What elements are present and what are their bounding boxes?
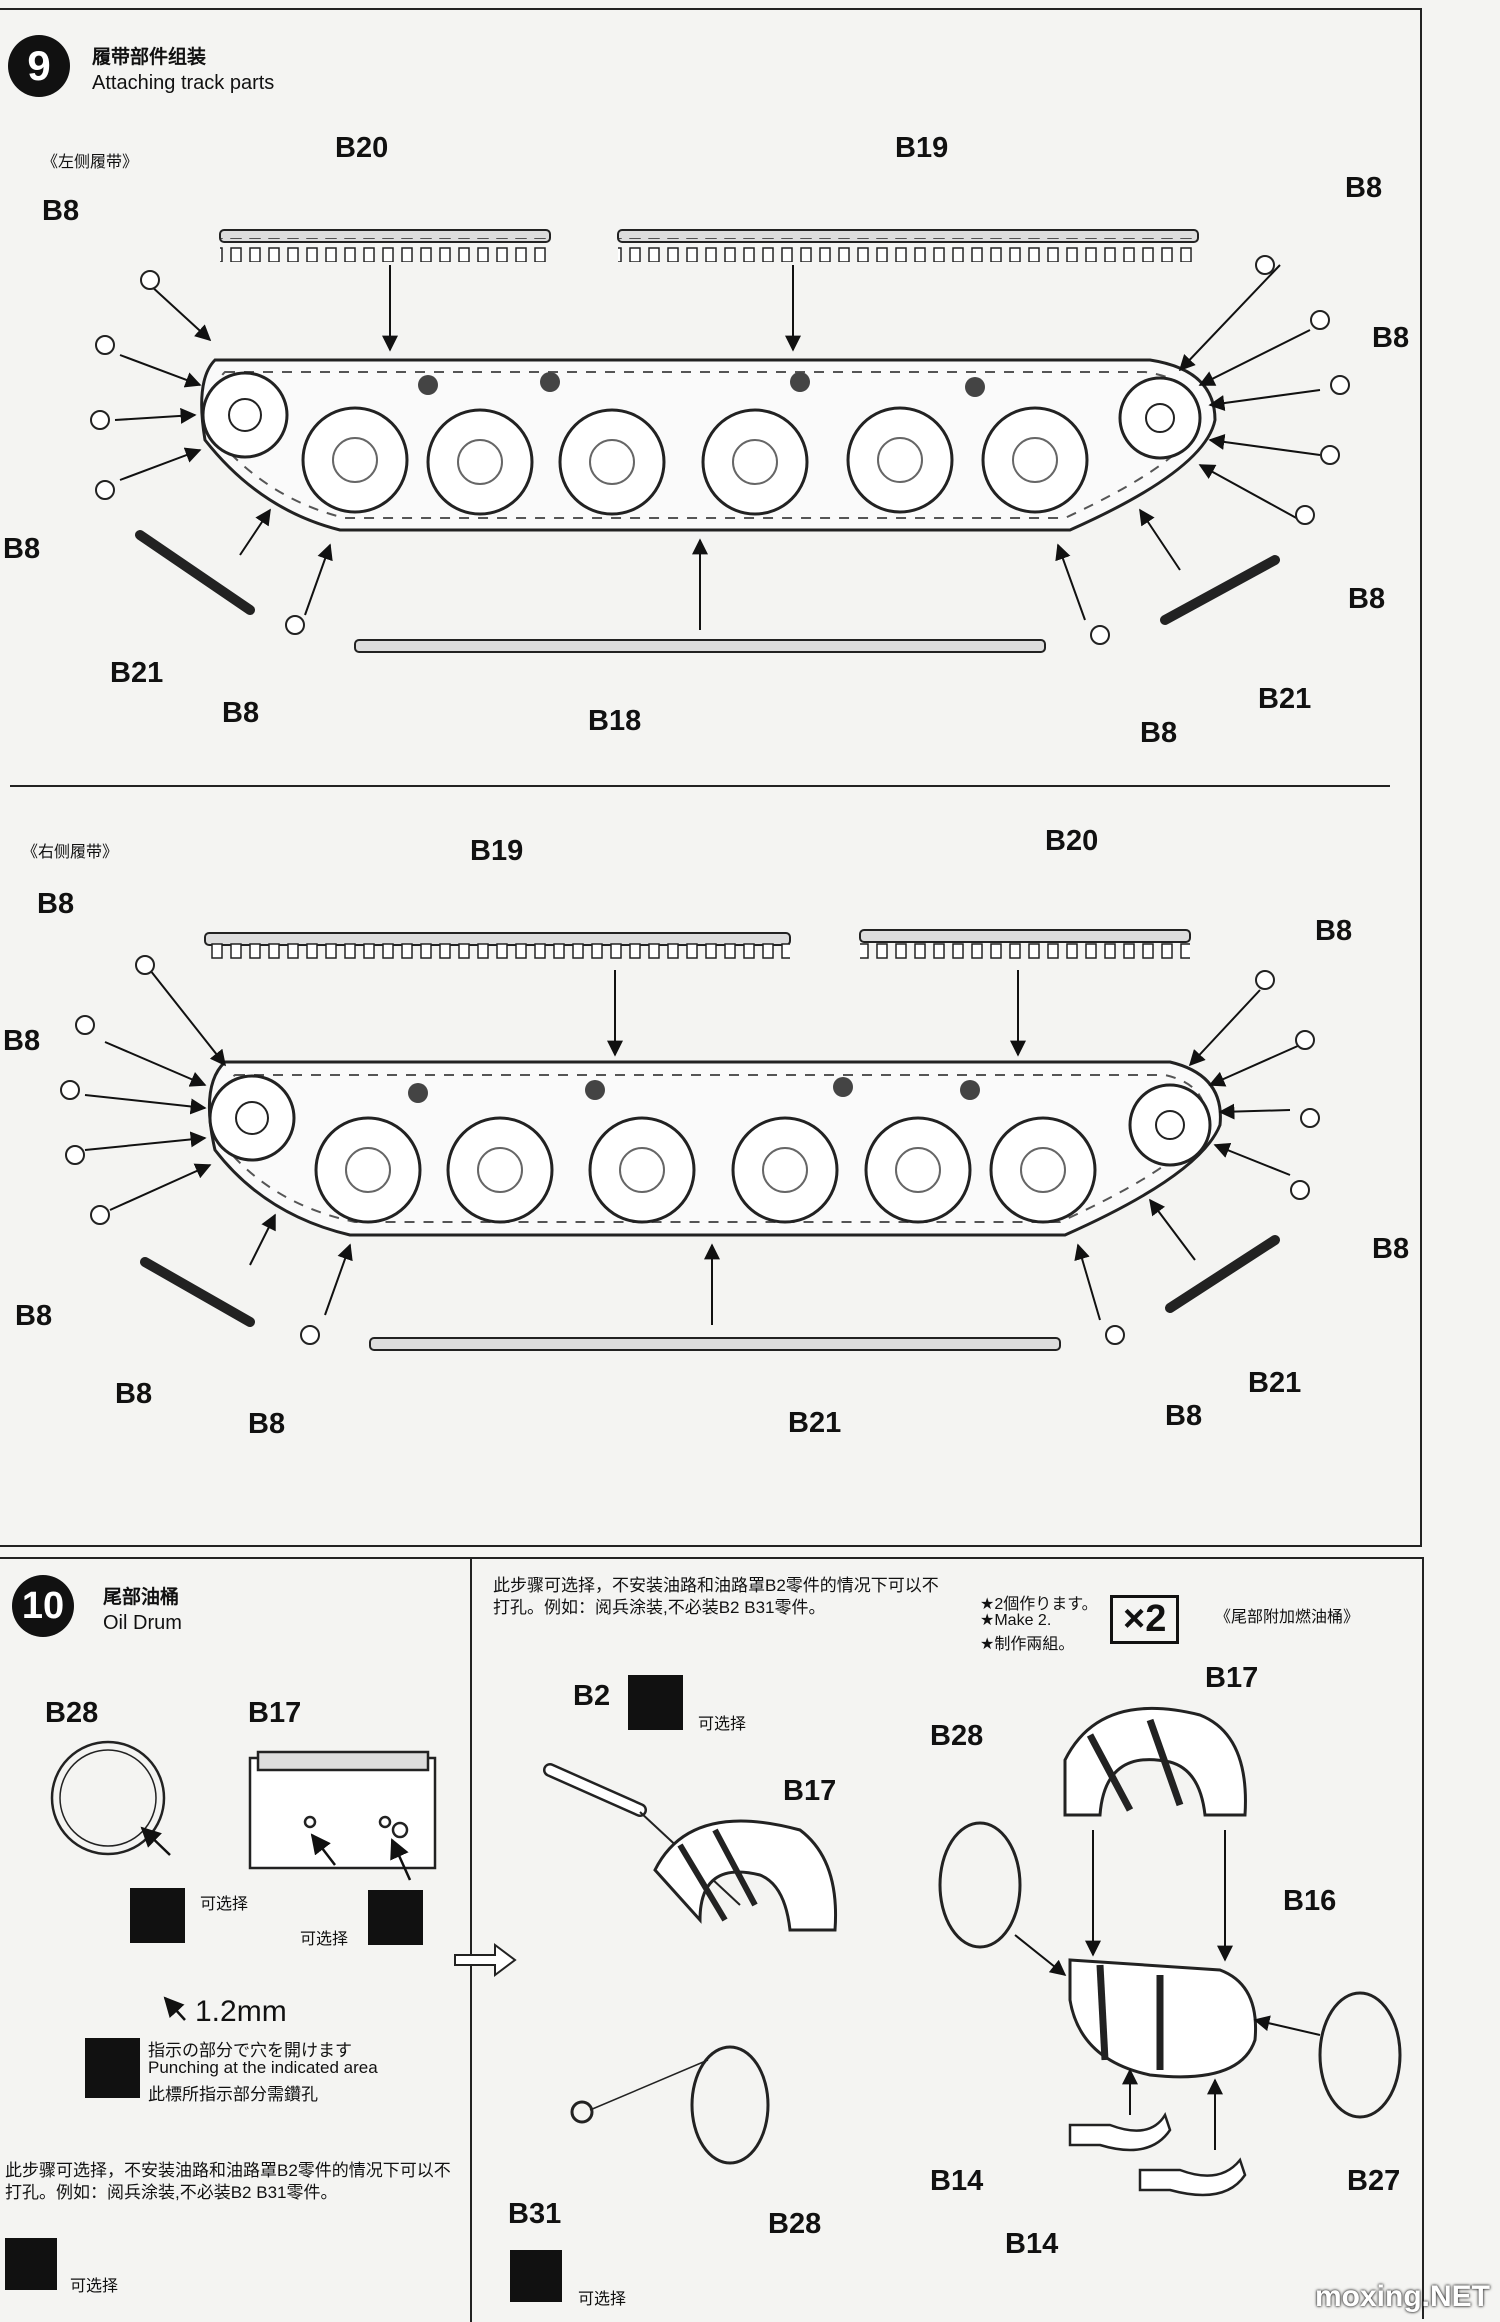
optional-label-5: 可选择 bbox=[578, 2291, 627, 2308]
step10-title-en: Oil Drum bbox=[103, 1612, 182, 1634]
step10-label-b2: B2 bbox=[573, 1680, 611, 1712]
section-divider bbox=[10, 785, 1390, 787]
label-b21-r-right: B21 bbox=[1248, 1367, 1302, 1399]
step10-part-b17-sheet bbox=[248, 1750, 437, 1870]
label-b8-right-low: B8 bbox=[1348, 583, 1386, 615]
optional-label-1: 可选择 bbox=[200, 1896, 249, 1913]
drill-text-tw: 此標所指示部分需鑽孔 bbox=[148, 2085, 318, 2104]
step10-label-b17-left: B17 bbox=[248, 1697, 302, 1729]
optional-label-4: 可选择 bbox=[698, 1716, 747, 1733]
step10-number: 10 bbox=[12, 1575, 74, 1637]
label-b20-left: B20 bbox=[335, 132, 389, 164]
step10-label-b14-b: B14 bbox=[1005, 2228, 1059, 2260]
optional-label-2: 可选择 bbox=[300, 1931, 349, 1948]
label-b19-left: B19 bbox=[895, 132, 949, 164]
left-track-caption: 《左侧履带》 bbox=[42, 154, 139, 171]
drill-size: 1.2mm bbox=[195, 1995, 287, 2028]
step10-label-b28-mid: B28 bbox=[768, 2208, 822, 2240]
step10-label-b28-left: B28 bbox=[45, 1697, 99, 1729]
right-track-drawing bbox=[60, 929, 1320, 1351]
step9-title-cn: 履带部件组装 bbox=[92, 47, 207, 68]
label-b8-r-bottom-left: B8 bbox=[248, 1408, 286, 1440]
optional-icon-1 bbox=[130, 1888, 185, 1943]
label-b8-r-top-right: B8 bbox=[1315, 915, 1353, 947]
optional-icon-3 bbox=[5, 2238, 57, 2290]
drill-text-en: Punching at the indicated area bbox=[148, 2058, 378, 2077]
step10-title-cn: 尾部油桶 bbox=[103, 1587, 180, 1608]
step10-brackets-b14 bbox=[1068, 2112, 1247, 2197]
step10-frame bbox=[0, 1557, 1424, 2319]
label-b20-right: B20 bbox=[1045, 825, 1099, 857]
optional-label-3: 可选择 bbox=[70, 2278, 119, 2295]
make2-en: ★Make 2. bbox=[980, 1612, 1052, 1629]
label-b21-left: B21 bbox=[110, 657, 164, 689]
label-b8-r-left-mid: B8 bbox=[3, 1025, 41, 1057]
optional-icon-5 bbox=[510, 2250, 562, 2302]
step10-label-b27: B27 bbox=[1347, 2165, 1401, 2197]
step10-drum-half-b17 bbox=[653, 1819, 838, 1932]
label-b8-bottom-right: B8 bbox=[1140, 717, 1178, 749]
step10-drum-top-b17 bbox=[1063, 1707, 1247, 1817]
step10-label-b28-right: B28 bbox=[930, 1720, 984, 1752]
drill-text-jp: 指示の部分で穴を開けます bbox=[148, 2041, 352, 2060]
step10-note-bottom: 此步骤可选择，不安装油路和油路罩B2零件的情况下可以不打孔。例如：阅兵涂装,不必… bbox=[5, 2161, 451, 2202]
step10-column-divider-1 bbox=[470, 1557, 472, 2322]
label-b21-right: B21 bbox=[1258, 683, 1312, 715]
label-b21-r-left: B8 bbox=[115, 1378, 153, 1410]
label-b18-left: B18 bbox=[588, 705, 642, 737]
label-b8-right-mid: B8 bbox=[1372, 322, 1410, 354]
step10-label-b17-mid: B17 bbox=[783, 1775, 837, 1807]
make2-tw: ★制作兩組。 bbox=[980, 1636, 1075, 1653]
left-track-drawing bbox=[90, 229, 1350, 653]
step9-title-en: Attaching track parts bbox=[92, 72, 275, 94]
step10-cap-b28 bbox=[570, 2045, 770, 2165]
step10-part-b28-ring bbox=[50, 1740, 166, 1856]
label-b8-r-right-low: B8 bbox=[1372, 1233, 1410, 1265]
drill-icon bbox=[85, 2038, 140, 2098]
step9-frame bbox=[0, 8, 1422, 1547]
step9-number: 9 bbox=[8, 35, 70, 97]
step10-label-b17-right: B17 bbox=[1205, 1662, 1259, 1694]
step10-label-b14-a: B14 bbox=[930, 2165, 984, 2197]
label-b8-r-bottom-right: B8 bbox=[1165, 1400, 1203, 1432]
step10-label-b16: B16 bbox=[1283, 1885, 1337, 1917]
watermark: moxing.NET bbox=[1314, 2280, 1490, 2313]
label-b19-right: B19 bbox=[470, 835, 524, 867]
label-b8-top-left: B8 bbox=[42, 195, 80, 227]
optional-icon-4 bbox=[628, 1675, 683, 1730]
step10-end-caps bbox=[938, 1821, 1402, 2119]
label-b8-r-top-left: B8 bbox=[37, 888, 75, 920]
label-b8-bottom-left: B8 bbox=[222, 697, 260, 729]
step10-note-top: 此步骤可选择，不安装油路和油路罩B2零件的情况下可以不打孔。例如：阅兵涂装,不必… bbox=[493, 1576, 939, 1617]
optional-icon-2 bbox=[368, 1890, 423, 1945]
make2-x2-badge: ×2 bbox=[1110, 1595, 1180, 1644]
label-b8-top-right: B8 bbox=[1345, 172, 1383, 204]
right-track-caption: 《右侧履带》 bbox=[22, 844, 119, 861]
step10-drum-bottom-b16 bbox=[1068, 1958, 1258, 2079]
step10-caption-right: 《尾部附加燃油桶》 bbox=[1215, 1609, 1360, 1626]
label-b8-left-low: B8 bbox=[3, 533, 41, 565]
label-b8-r-left-low: B8 bbox=[15, 1300, 53, 1332]
step10-label-b31: B31 bbox=[508, 2198, 562, 2230]
make2-jp: ★2個作ります。 bbox=[980, 1596, 1098, 1613]
label-b18-right: B21 bbox=[788, 1407, 842, 1439]
